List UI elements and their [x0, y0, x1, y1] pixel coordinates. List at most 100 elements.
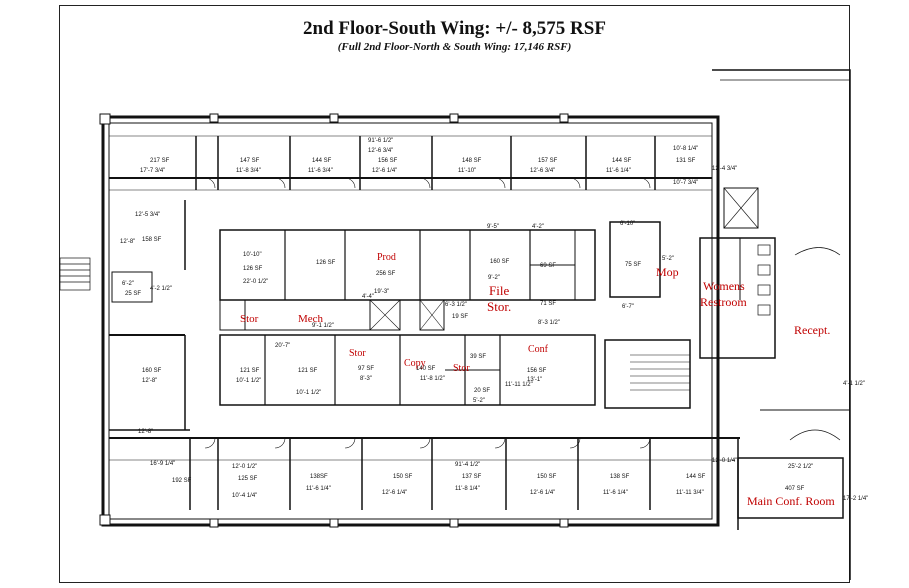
dimension-label: 12'-8": [142, 378, 157, 384]
mechanical-label: Mech: [298, 313, 324, 325]
womens-restroom-label: Womens: [703, 279, 745, 293]
room-area-label: 144 SF: [312, 158, 332, 164]
dimension-label: 6'-10": [620, 221, 635, 227]
room-area-label: 131 SF: [676, 158, 696, 164]
room-area-label: 160 SF: [490, 259, 510, 265]
room-area-label: 407 SF: [785, 486, 805, 492]
womens-restroom-label-2: Restroom: [700, 295, 747, 309]
dimension-label: 12'-0 1/4": [712, 458, 737, 464]
dimension-label: 10'-10": [243, 252, 262, 258]
dimension-label: 6'-7": [622, 304, 634, 310]
room-dimension-label: 12'-6 1/4": [372, 168, 397, 174]
dimension-label: 19'-3": [374, 289, 389, 295]
room-area-label: 138SF: [310, 474, 328, 480]
room-area-label: 147 SF: [240, 158, 260, 164]
dimension-label: 4'-2": [532, 224, 544, 230]
dimension-label: 4'-2 1/2": [150, 286, 172, 292]
room-area-label: 157 SF: [538, 158, 558, 164]
storage-label: Stor: [240, 313, 259, 325]
dimension-label: 91'-6 1/2": [368, 138, 393, 144]
dimension-label: 4'-1 1/2": [843, 381, 865, 387]
dimension-label: 12'-4 3/4": [712, 166, 737, 172]
dimension-label: 12'-8": [138, 429, 153, 435]
room-dimension-label: 11'-8 1/4": [455, 486, 480, 492]
room-area-label: 156 SF: [527, 368, 547, 374]
room-dimension-label: 11'-10": [458, 168, 476, 174]
room-area-label: 20 SF: [474, 388, 490, 394]
room-area-label: 217 SF: [150, 158, 170, 164]
room-area-label: 126 SF: [243, 266, 263, 272]
red-annotations: Prod Stor Mech File Stor. Mop Womens Res…: [240, 252, 835, 508]
room-dimension-label: 12'-6 3/4": [530, 168, 555, 174]
dimension-label: 25'-2 1/2": [788, 464, 813, 470]
room-area-label: 148 SF: [462, 158, 482, 164]
dimension-label: 12'-5 3/4": [135, 212, 160, 218]
room-area-label: 71 SF: [540, 301, 556, 307]
inner-wall-line: [108, 122, 713, 520]
dimension-label: 12'-6 3/4": [368, 148, 393, 154]
room-area-label: 150 SF: [393, 474, 413, 480]
room-area-label: 69 SF: [540, 263, 556, 269]
dimension-label: 4'-4": [362, 294, 374, 300]
room-area-label: 125 SF: [238, 476, 258, 482]
room-area-label: 75 SF: [625, 262, 641, 268]
room-area-label: 158 SF: [142, 237, 162, 243]
dimension-label: 6'-3 1/2": [445, 302, 467, 308]
room-area-label: 39 SF: [470, 354, 486, 360]
dimension-label: 9'-5": [487, 224, 499, 230]
dimension-label: 9'-1 1/2": [312, 323, 334, 329]
room-dimension-label: 11'-11 3/4": [676, 490, 704, 496]
room-dimension-label: 11'-6 1/4": [606, 168, 631, 174]
room-dimension-label: 11'-6 1/4": [603, 490, 628, 496]
room-dimension-label: 12'-6 1/4": [530, 490, 555, 496]
plan-title: 2nd Floor-South Wing: +/- 8,575 RSF: [303, 18, 606, 39]
room-area-label: 144 SF: [612, 158, 632, 164]
dimension-label: 91'-4 1/2": [455, 462, 480, 468]
room-area-label: 97 SF: [358, 366, 374, 372]
dimension-label: 10'-1 1/2": [296, 390, 321, 396]
dimension-label: 12'-8": [120, 239, 135, 245]
room-area-label: 160 SF: [142, 368, 162, 374]
room-labels: 217 SF 17'-7 3/4" 147 SF 11'-8 3/4" 144 …: [120, 138, 868, 502]
dimension-label: 16'-9 1/4": [150, 461, 175, 467]
room-dimension-label: 17'-7 3/4": [140, 168, 165, 174]
room-dimension-label: 12'-6 1/4": [382, 490, 407, 496]
room-area-label: 150 SF: [537, 474, 557, 480]
room-dimension-label: 11'-8 3/4": [236, 168, 261, 174]
dimension-label: 10'-4 1/4": [232, 493, 257, 499]
dimension-label: 5'-2": [473, 398, 485, 404]
main-conference-room-label: Main Conf. Room: [747, 494, 835, 508]
dimension-label: 11'-11 1/2": [505, 382, 533, 388]
dimension-label: 12'-0 1/2": [232, 464, 257, 470]
outer-wall: [101, 115, 720, 527]
room-dimension-label: 11'-6 3/4": [308, 168, 333, 174]
dimension-label: 17'-2 1/4": [843, 496, 868, 502]
plan-subtitle: (Full 2nd Floor-North & South Wing: 17,1…: [337, 41, 572, 53]
room-area-label: 192 SF: [172, 478, 192, 484]
room-area-label: 138 SF: [610, 474, 630, 480]
reception-label: Recept.: [794, 323, 830, 337]
room-area-label: 19 SF: [452, 314, 468, 320]
room-area-label: 121 SF: [298, 368, 318, 374]
room-area-label: 144 SF: [686, 474, 706, 480]
dimension-label: 11'-8 1/2": [420, 376, 445, 382]
dimension-label: 6'-2": [122, 281, 134, 287]
dimension-label: 8'-3": [360, 376, 372, 382]
dimension-label: 13'-1": [527, 377, 542, 383]
room-area-label: 156 SF: [378, 158, 398, 164]
room-area-label: 121 SF: [240, 368, 260, 374]
storage-label: Stor: [349, 348, 366, 359]
file-storage-label: File: [489, 283, 509, 298]
room-area-label: 25 SF: [125, 291, 141, 297]
dimension-label: 5'-2": [662, 256, 674, 262]
prod-label: Prod: [377, 252, 396, 263]
dimension-label: 10'-8 1/4": [673, 146, 698, 152]
dimension-label: 8'-3 1/2": [538, 320, 560, 326]
dimension-label: 10'-7 3/4": [673, 180, 698, 186]
mop-room-label: Mop: [656, 265, 679, 279]
room-area-label: 140 SF: [416, 366, 436, 372]
room-area-label: 256 SF: [376, 271, 396, 277]
dimension-label: 10'-1 1/2": [236, 378, 261, 384]
